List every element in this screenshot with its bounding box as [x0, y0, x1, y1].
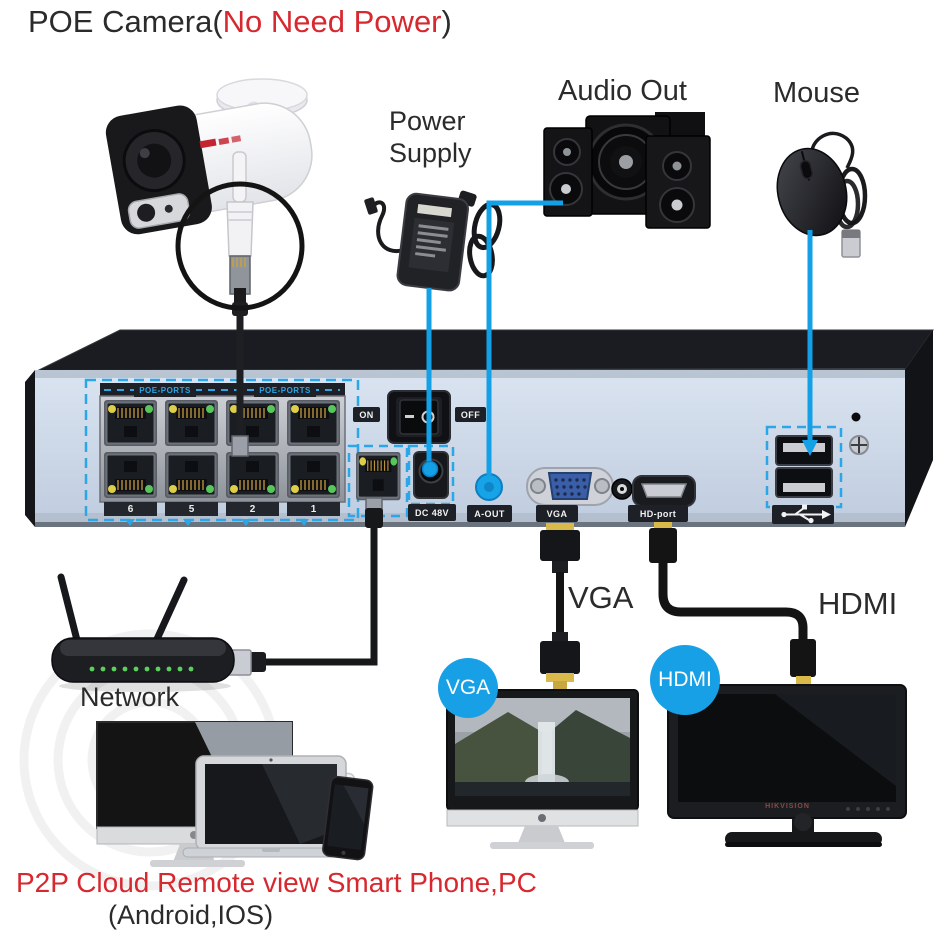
vga-monitor	[446, 689, 639, 849]
audio-out-label: Audio Out	[558, 75, 687, 107]
nvr-poe-port-block	[84, 378, 360, 526]
footer-line2: (Android,IOS)	[108, 900, 274, 930]
power-plug-dot	[421, 460, 439, 478]
usb-icon	[781, 504, 831, 524]
connector-highlight-circle	[175, 181, 305, 311]
switch-on-label: ON	[353, 407, 380, 422]
poe-ports-label-left: POE-PORTS	[134, 383, 196, 397]
poe-arrow-markers	[125, 519, 309, 526]
nvr-vga-port	[526, 467, 633, 506]
hdmi-badge: HDMI	[650, 645, 720, 715]
router	[51, 573, 235, 692]
power-supply-label: Power Supply	[389, 106, 472, 168]
mouse-line-arrow	[802, 440, 818, 456]
title-prefix: POE Camera(	[28, 4, 223, 39]
poe-port-number: 6	[104, 502, 157, 516]
device-cluster	[96, 721, 374, 867]
poe-port-number: 2	[226, 502, 279, 516]
poe-port-number: 1	[287, 502, 340, 516]
speakers	[543, 112, 711, 229]
hdmi-cable-label: HDMI	[818, 586, 898, 621]
vga-cable-label: VGA	[568, 580, 634, 615]
page-title: POE Camera(No Need Power)	[28, 4, 452, 41]
nvr-power-switch	[387, 390, 451, 444]
monitor-brand: HIKVISION	[765, 803, 810, 810]
dc48v-label: DC 48V	[408, 504, 456, 521]
hdmi-cable	[649, 522, 816, 685]
vga-cable	[540, 523, 580, 691]
camera-ethernet-cable	[231, 314, 249, 457]
vga-badge: VGA	[438, 658, 498, 718]
poe-camera	[105, 78, 313, 316]
hdport-label: HD-port	[628, 505, 688, 522]
aout-label: A-OUT	[467, 505, 512, 522]
title-suffix: )	[441, 4, 452, 39]
network-label: Network	[80, 682, 180, 712]
switch-off-label: OFF	[455, 407, 486, 422]
mouse-label: Mouse	[773, 77, 861, 109]
hdmi-monitor	[667, 684, 907, 847]
apple-logo-icon	[538, 814, 546, 822]
nvr-usb-ports	[765, 425, 843, 509]
title-highlight: No Need Power	[222, 4, 442, 39]
power-adapter	[364, 190, 503, 292]
nvr-usb-plate	[772, 504, 834, 524]
nvr-led-hole	[851, 412, 861, 422]
ground-screw-icon	[849, 435, 869, 455]
camera-brand-logo	[199, 135, 242, 149]
nvr-audio-jack	[475, 473, 503, 501]
nvr-hdmi-port	[632, 475, 696, 507]
connection-lines	[426, 200, 813, 475]
poe-ports-label-right: POE-PORTS	[254, 383, 316, 397]
poe-port-number: 5	[165, 502, 218, 516]
mouse	[776, 131, 868, 258]
vga-port-label: VGA	[536, 505, 578, 522]
footer-line1: P2P Cloud Remote view Smart Phone,PC	[16, 867, 537, 898]
audio-line	[486, 200, 563, 475]
